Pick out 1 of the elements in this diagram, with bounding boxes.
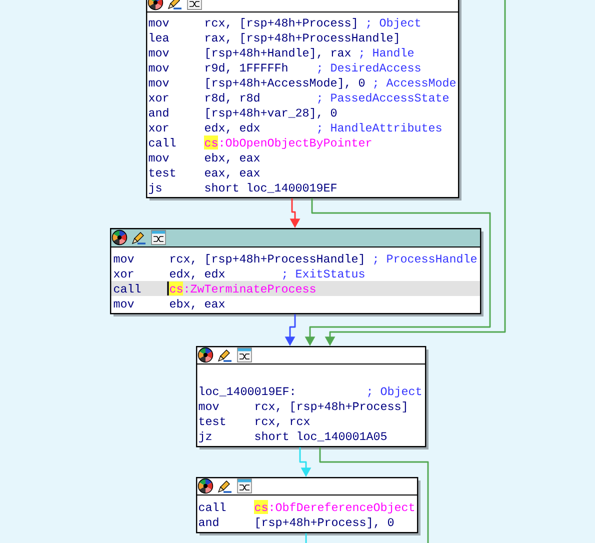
connector-line <box>305 533 307 543</box>
